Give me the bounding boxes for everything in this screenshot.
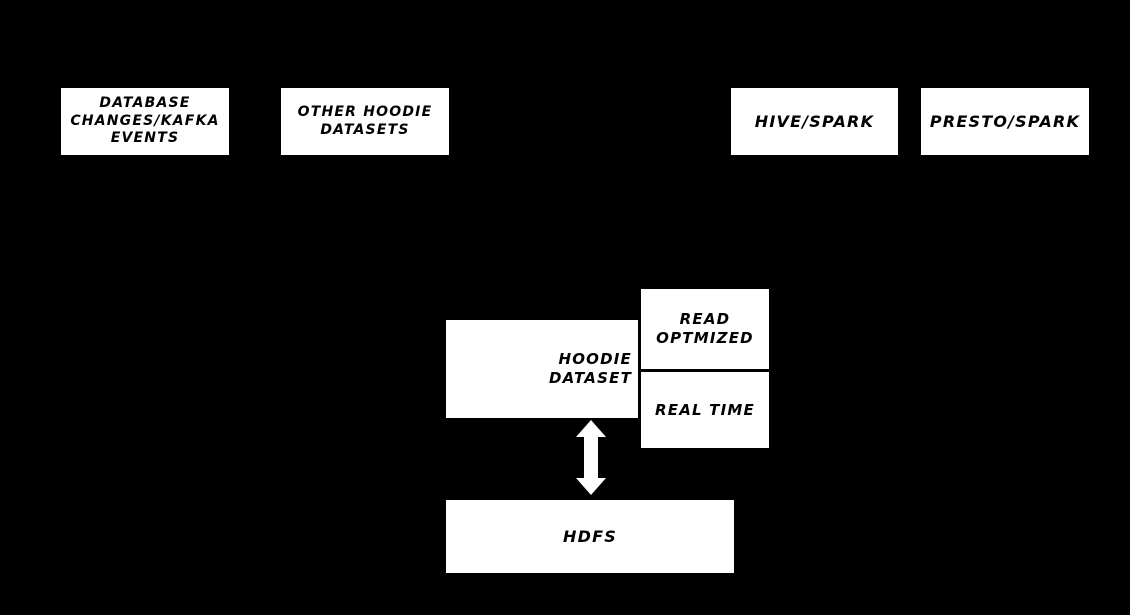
node-other-hoodie-datasets[interactable]: OTHER HOODIE DATASETS (281, 88, 449, 155)
node-label: HOODIE DATASET (549, 350, 632, 387)
node-label: HDFS (563, 526, 617, 546)
node-label: DATABASE CHANGES/KAFKA EVENTS (70, 95, 220, 147)
node-presto-spark[interactable]: PRESTO/SPARK (921, 88, 1089, 155)
node-label: PRESTO/SPARK (929, 111, 1081, 131)
double-headed-arrow-icon (576, 420, 606, 495)
node-hdfs[interactable]: HDFS (446, 500, 734, 573)
node-label: OTHER HOODIE DATASETS (297, 104, 433, 138)
node-label: REAL TIME (655, 400, 755, 419)
node-real-time-view[interactable]: REAL TIME (641, 372, 769, 448)
node-hive-spark[interactable]: HIVE/SPARK (731, 88, 898, 155)
node-hoodie-dataset[interactable]: HOODIE DATASET (446, 320, 638, 418)
node-label: READ OPTMIZED (656, 310, 754, 347)
node-read-optimized-view[interactable]: READ OPTMIZED (641, 289, 769, 369)
node-label: HIVE/SPARK (754, 111, 875, 131)
node-database-changes-kafka-events[interactable]: DATABASE CHANGES/KAFKA EVENTS (61, 88, 229, 155)
